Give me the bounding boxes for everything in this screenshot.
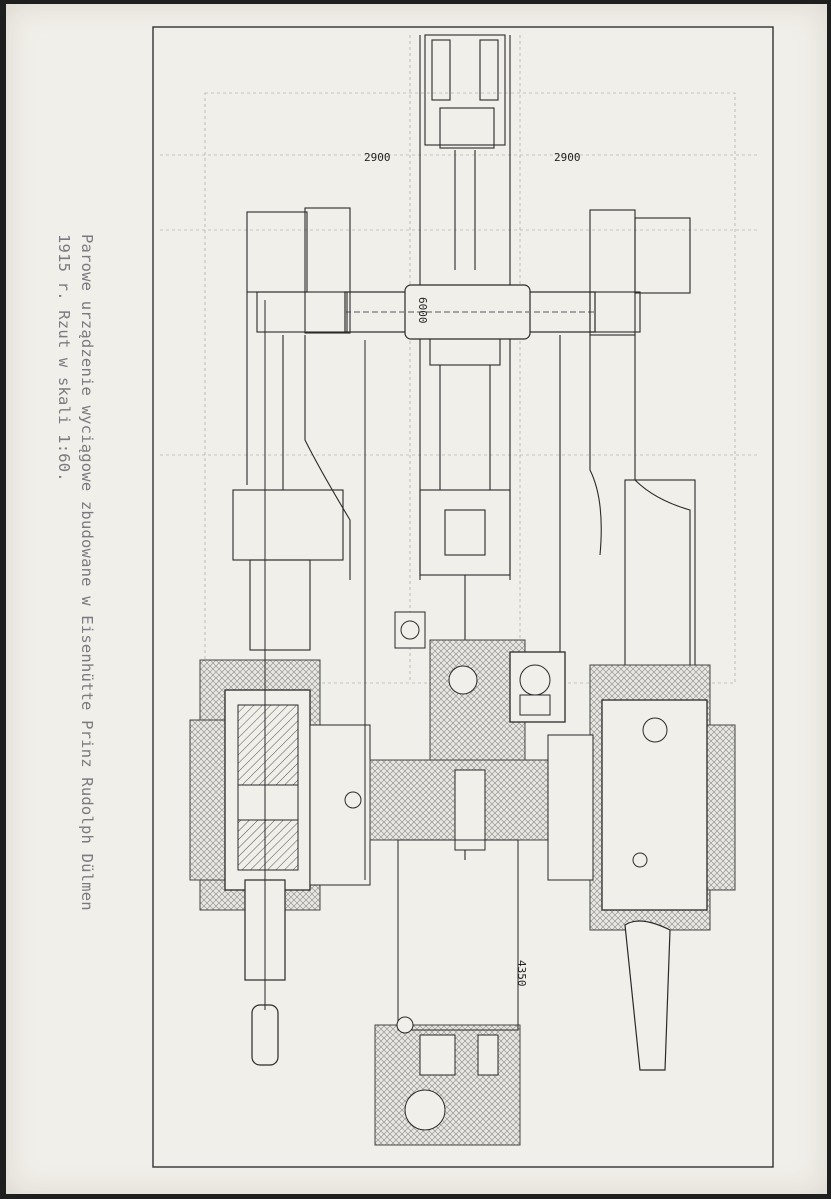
dimension-lower-length: 4350 [515, 960, 528, 987]
left-valve-gear [309, 340, 371, 886]
dimension-left-width: 2900 [364, 151, 391, 164]
lower-chamber [374, 839, 521, 1146]
dimension-right-width: 2900 [554, 151, 581, 164]
construction-lines [160, 35, 760, 684]
right-engine-frame [559, 209, 696, 720]
dimension-drum-diameter: 6000 [416, 297, 429, 324]
governor-box [509, 651, 566, 723]
frame-border [152, 26, 774, 1168]
left-engine-frame [232, 207, 351, 651]
winding-drum [344, 284, 596, 340]
left-cylinder [189, 300, 321, 1066]
right-cylinder [547, 664, 736, 1071]
